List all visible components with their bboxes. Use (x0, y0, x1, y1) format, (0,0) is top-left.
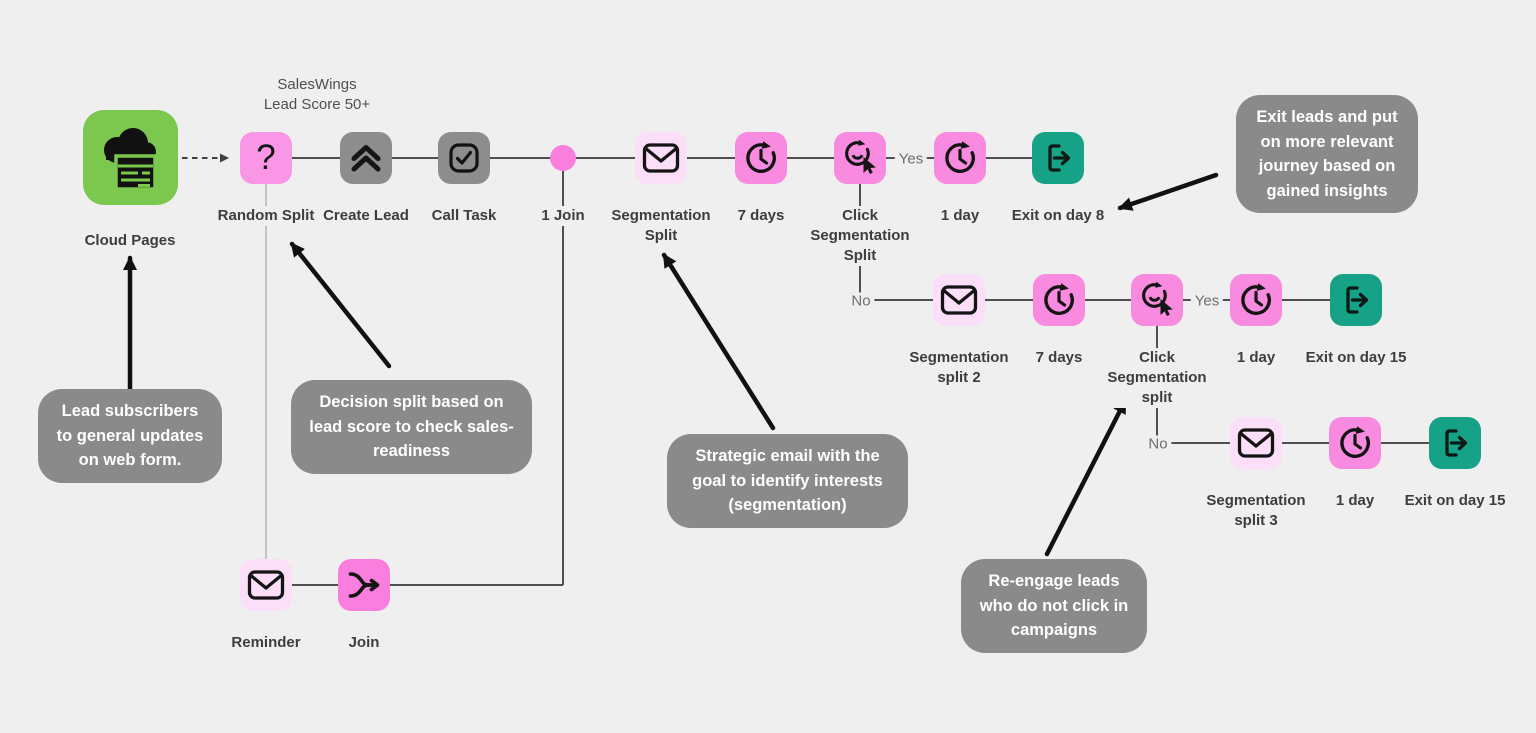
node-label: 1 Join (539, 206, 587, 226)
double-chevron-up-icon[interactable] (340, 132, 392, 184)
exit-icon[interactable] (1330, 274, 1382, 326)
node-random-split[interactable]: ? Random Split (206, 132, 326, 226)
annotation-arrow-to-exit-day-8 (1117, 172, 1219, 211)
node-join[interactable]: Join (304, 559, 424, 653)
envelope-icon[interactable] (933, 274, 985, 326)
node-label: 1 day (1333, 491, 1377, 511)
wait-clock-icon[interactable] (1033, 274, 1085, 326)
node-label: Segmentation split 2 (899, 348, 1019, 388)
node-label: Click Segmentation split (1097, 348, 1217, 408)
node-wait-1-day[interactable]: 1 day (900, 132, 1020, 226)
node-click-segmentation-split-2[interactable]: Click Segmentation split (1097, 274, 1217, 408)
callout-exit-leads: Exit leads and put on more relevant jour… (1236, 95, 1418, 213)
node-exit-day-15[interactable]: Exit on day 15 (1296, 274, 1416, 368)
merge-join-icon[interactable] (338, 559, 390, 611)
callout-decision-split: Decision split based on lead score to ch… (291, 380, 532, 474)
node-label: Random Split (215, 206, 317, 226)
annotation-arrow-to-random-split (289, 241, 392, 369)
node-exit-day-8[interactable]: Exit on day 8 (998, 132, 1118, 226)
node-label: Segmentation Split (601, 206, 721, 246)
wait-clock-icon[interactable] (1329, 417, 1381, 469)
node-label: 7 days (735, 206, 787, 226)
exit-icon[interactable] (1429, 417, 1481, 469)
question-mark-icon[interactable]: ? (240, 132, 292, 184)
callout-lead-subscribers: Lead subscribers to general updates on w… (38, 389, 222, 483)
node-label: Join (346, 633, 382, 653)
exit-icon[interactable] (1032, 132, 1084, 184)
node-label: Reminder (229, 633, 303, 653)
question-mark-glyph: ? (256, 137, 276, 177)
envelope-icon[interactable] (1230, 417, 1282, 469)
callout-re-engage: Re-engage leads who do not click in camp… (961, 559, 1147, 653)
click-target-icon[interactable] (834, 132, 886, 184)
callout-strategic-email: Strategic email with the goal to identif… (667, 434, 908, 528)
callout-text: Re-engage leads who do not click in camp… (979, 572, 1129, 639)
connector-join-up (292, 171, 564, 586)
yes-branch-label: Yes (894, 150, 928, 168)
node-segmentation-split-3[interactable]: Segmentation split 3 (1196, 417, 1316, 531)
checkbox-check-icon[interactable] (438, 132, 490, 184)
node-label: Cloud Pages (82, 231, 178, 251)
node-reminder[interactable]: Reminder (206, 559, 326, 653)
wait-clock-icon[interactable] (735, 132, 787, 184)
node-wait-1-day-3[interactable]: 1 day (1295, 417, 1415, 511)
node-label: Click Segmentation Split (800, 206, 920, 266)
node-label: Exit on day 8 (1009, 206, 1107, 226)
node-wait-7-days[interactable]: 7 days (701, 132, 821, 226)
annotation-arrow-to-click-split-2 (1044, 398, 1128, 557)
node-label: 1 day (1234, 348, 1278, 368)
node-click-segmentation-split[interactable]: Click Segmentation Split (800, 132, 920, 266)
node-segmentation-split[interactable]: Segmentation Split (601, 132, 721, 246)
node-wait-7-days-2[interactable]: 7 days (999, 274, 1119, 368)
node-cloud-pages[interactable]: Cloud Pages (70, 110, 190, 251)
node-label: 7 days (1033, 348, 1085, 368)
node-wait-1-day-2[interactable]: 1 day (1196, 274, 1316, 368)
wait-clock-icon[interactable] (1230, 274, 1282, 326)
node-label: Exit on day 15 (1303, 348, 1409, 368)
yes-branch-label: Yes (1190, 292, 1224, 310)
node-join-1[interactable]: 1 Join (503, 145, 623, 226)
node-call-task[interactable]: Call Task (404, 132, 524, 226)
click-target-icon[interactable] (1131, 274, 1183, 326)
annotation-arrow-to-segmentation-split (661, 252, 776, 431)
envelope-icon[interactable] (240, 559, 292, 611)
cloud-pages-icon[interactable] (82, 110, 178, 205)
join-dot[interactable] (550, 145, 576, 171)
no-branch-label: No (847, 292, 875, 310)
callout-text: Decision split based on lead score to ch… (309, 393, 514, 460)
node-segmentation-split-2[interactable]: Segmentation split 2 (899, 274, 1019, 388)
node-create-lead[interactable]: Create Lead (306, 132, 426, 226)
envelope-icon[interactable] (635, 132, 687, 184)
node-label: Exit on day 15 (1402, 491, 1508, 511)
lead-score-edge-label: SalesWings Lead Score 50+ (263, 76, 371, 113)
node-label: Segmentation split 3 (1196, 491, 1316, 531)
node-label: Create Lead (321, 206, 411, 226)
node-exit-day-15-2[interactable]: Exit on day 15 (1395, 417, 1515, 511)
callout-text: Lead subscribers to general updates on w… (56, 402, 204, 469)
callout-text: Strategic email with the goal to identif… (692, 447, 883, 514)
node-label: Call Task (429, 206, 499, 226)
callout-text: Exit leads and put on more relevant jour… (1256, 108, 1398, 200)
node-label: 1 day (938, 206, 982, 226)
wait-clock-icon[interactable] (934, 132, 986, 184)
no-branch-label: No (1144, 435, 1172, 453)
